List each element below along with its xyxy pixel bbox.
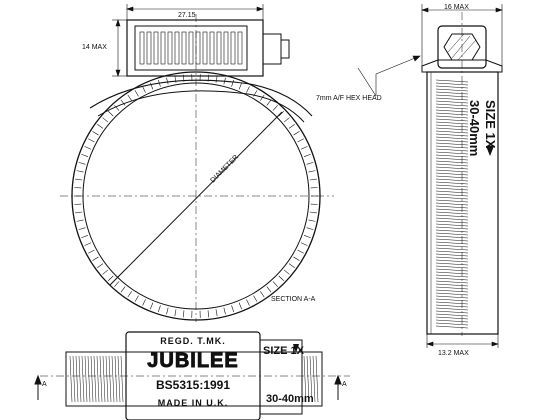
side-view bbox=[421, 12, 503, 336]
bottom-band bbox=[65, 351, 323, 407]
height-max-label: 14 MAX bbox=[82, 44, 107, 51]
side-range-label: 30-40mm bbox=[467, 100, 482, 156]
diameter-line bbox=[109, 111, 283, 286]
side-size-label: SIZE 1X bbox=[483, 100, 498, 149]
band-overlap bbox=[89, 79, 313, 117]
regd-mark: REGD. T.MK. bbox=[160, 336, 226, 346]
side-crown-icon bbox=[486, 146, 494, 156]
bottom-range-mark: 30-40mm bbox=[266, 393, 314, 405]
hex-head-leader bbox=[357, 55, 421, 97]
section-cut-right bbox=[334, 374, 342, 400]
housing-top bbox=[126, 19, 290, 77]
dimension-height bbox=[112, 19, 127, 77]
side-slots bbox=[435, 79, 469, 329]
bottom-size-mark: SIZE 1X bbox=[263, 345, 305, 357]
diameter-label: DIAMETER bbox=[209, 154, 240, 185]
bottom-crown-icon bbox=[293, 344, 299, 353]
hex-hatch bbox=[447, 33, 477, 61]
hex-head-label: 7mm A/F HEX HEAD bbox=[316, 95, 382, 102]
bottom-threads-right bbox=[303, 355, 319, 403]
housing-slots bbox=[139, 31, 243, 65]
dimension-top-width bbox=[126, 4, 264, 34]
brand-mark: JUBILEE bbox=[147, 350, 238, 372]
hex-head bbox=[437, 25, 487, 69]
section-label: SECTION A-A bbox=[271, 296, 316, 303]
band-teeth bbox=[74, 74, 318, 318]
front-view bbox=[60, 14, 334, 322]
bottom-view bbox=[34, 331, 350, 420]
side-band bbox=[426, 71, 499, 335]
top-width-label: 27.15 bbox=[178, 12, 196, 19]
standard-mark: BS5315:1991 bbox=[156, 378, 230, 392]
side-top-max-label: 16 MAX bbox=[444, 4, 469, 11]
dimension-side-bottom bbox=[426, 334, 499, 348]
dimension-side-top bbox=[421, 4, 503, 66]
section-mark-right: A bbox=[342, 381, 347, 388]
band-inner-circle bbox=[82, 82, 310, 310]
band-outer-circle bbox=[71, 71, 321, 321]
side-size-mark: SIZE 1X bbox=[483, 100, 498, 149]
section-cut-left bbox=[34, 374, 42, 400]
band-overlap-inner bbox=[97, 90, 305, 123]
made-in-mark: MADE IN U.K. bbox=[158, 398, 229, 408]
section-mark-left: A bbox=[42, 381, 47, 388]
bottom-threads-left bbox=[69, 355, 124, 403]
side-bottom-max-label: 13.2 MAX bbox=[438, 350, 469, 357]
side-range-mark: 30-40mm bbox=[467, 100, 482, 156]
